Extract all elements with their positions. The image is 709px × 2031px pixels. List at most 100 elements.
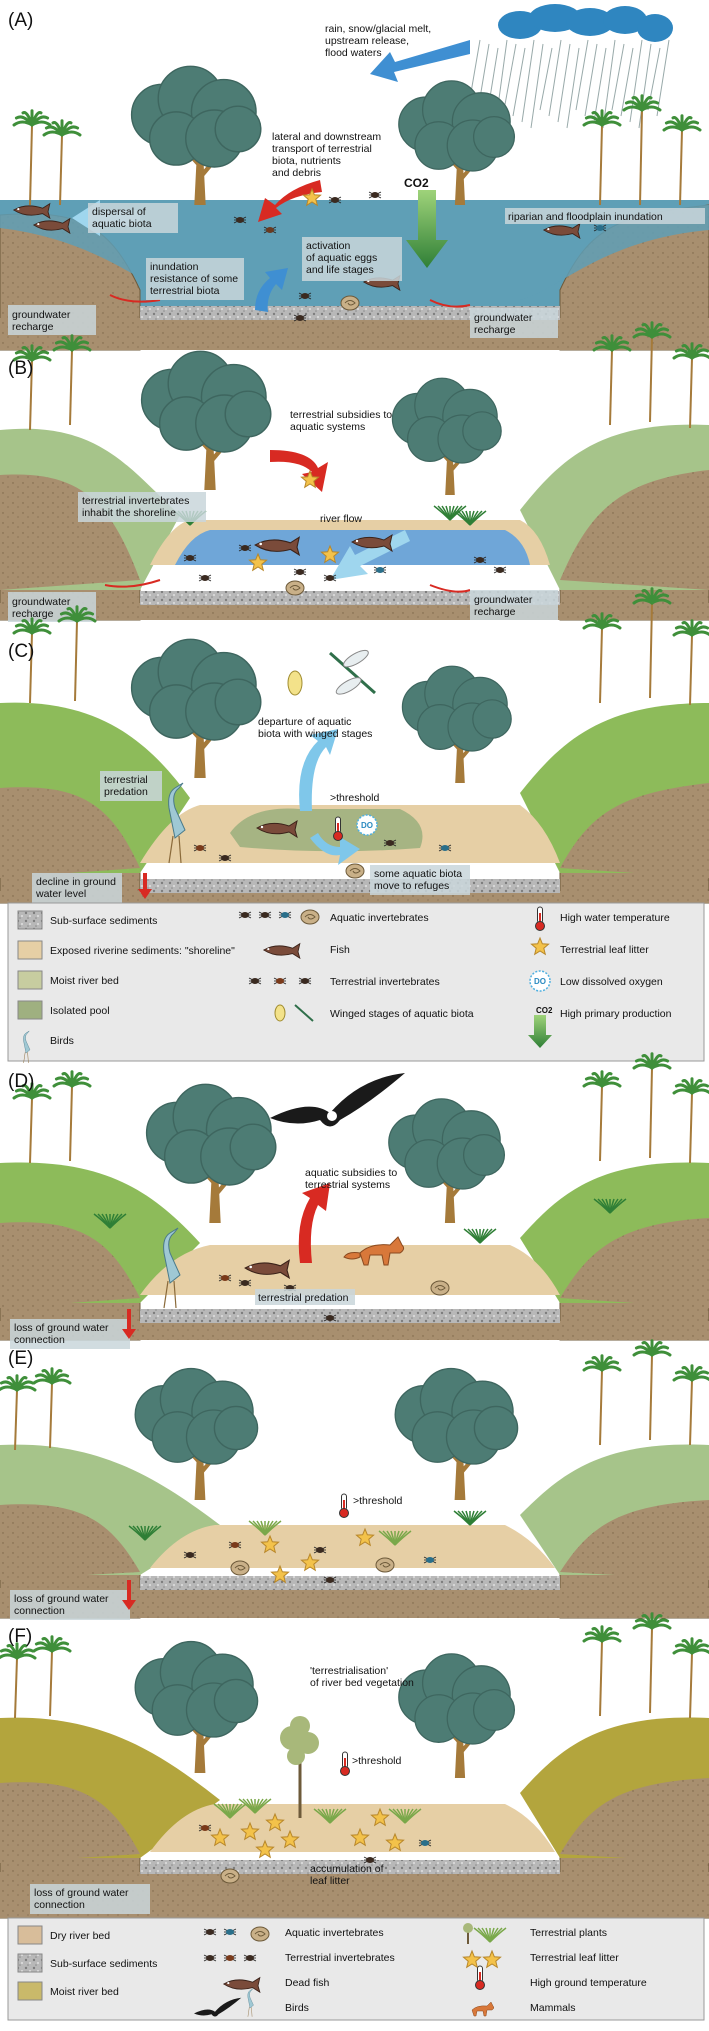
legend-label: Terrestrial invertebrates xyxy=(330,976,440,988)
sapling-trunk xyxy=(599,627,603,704)
grass-blade xyxy=(609,1198,627,1214)
panel-label-b: (B) xyxy=(8,358,33,379)
predation-box xyxy=(100,771,162,801)
sapling xyxy=(632,1052,672,1159)
grass-tuft xyxy=(453,1510,487,1526)
fish-eye xyxy=(267,948,270,951)
thermometer-fill xyxy=(479,1972,481,1982)
legend-swatch xyxy=(17,970,43,990)
invertebrate xyxy=(183,1551,197,1559)
sapling xyxy=(622,94,662,206)
invertebrate-body xyxy=(206,1929,214,1935)
invertebrate-body xyxy=(386,840,394,846)
loss-label: connection xyxy=(34,1899,85,1911)
right-soil xyxy=(560,1500,709,1580)
sapling-leaf xyxy=(680,125,702,132)
sapling-leaf xyxy=(600,1636,622,1643)
refuge-label: some aquatic biota xyxy=(374,868,462,880)
rain-streak xyxy=(638,43,652,129)
tree-trunk xyxy=(189,429,234,490)
dragonfly-wing xyxy=(335,677,362,695)
subsurface-sediments xyxy=(140,879,560,893)
do-circle xyxy=(529,970,551,992)
snail-shell xyxy=(345,863,365,879)
fish-eye xyxy=(227,1982,230,1985)
rain-streak xyxy=(602,39,616,129)
invertebrate-body xyxy=(366,1857,374,1863)
legend-label: High water temperature xyxy=(560,912,670,924)
invertebrate xyxy=(293,314,307,322)
legend-label: Sub-surface sediments xyxy=(50,915,157,927)
sapling-trunk xyxy=(649,1354,653,1441)
legend-label: Mammals xyxy=(530,2002,576,2014)
grass-tuft xyxy=(453,510,487,526)
production-arrow xyxy=(406,190,448,268)
sapling-trunk xyxy=(639,109,643,206)
lateral-transport-label: biota, nutrients xyxy=(272,155,341,167)
invertebrate-body xyxy=(376,567,384,573)
invertebrate xyxy=(218,854,232,862)
threshold-label: >threshold xyxy=(353,1495,402,1507)
sapling-foliage xyxy=(287,1747,305,1765)
legend-label: Dry river bed xyxy=(50,1930,110,1942)
snail-spiral xyxy=(379,1562,391,1568)
do-label: DO xyxy=(534,977,546,986)
fox-body xyxy=(471,2001,495,2017)
thermometer-bulb xyxy=(475,1980,485,1990)
invertebrate xyxy=(238,1279,252,1287)
sapling-trunk xyxy=(689,1652,693,1719)
rain-streak xyxy=(566,47,580,129)
heron-icon xyxy=(163,1227,181,1309)
snail-spiral xyxy=(434,1285,446,1291)
do-icon: DO xyxy=(356,814,378,836)
terrestrialisation-label: of river bed vegetation xyxy=(310,1677,414,1689)
invertebrate xyxy=(363,1856,377,1864)
spider xyxy=(228,1541,242,1549)
gw-right-box xyxy=(470,308,558,338)
recharge-arrow-right xyxy=(429,299,471,308)
invertebrate xyxy=(493,566,507,574)
legend-leaf-icon xyxy=(482,1949,502,1969)
tree-right xyxy=(394,1367,519,1500)
legend-leaf-icon xyxy=(530,936,550,956)
fish-eye xyxy=(259,542,263,546)
invertebrate-body xyxy=(281,912,289,918)
sapling xyxy=(672,1364,709,1446)
riparian-box xyxy=(505,208,705,224)
legend-label: High primary production xyxy=(560,1008,672,1020)
invertebrate-body xyxy=(241,545,249,551)
tree-canopy xyxy=(214,105,262,153)
sapling xyxy=(12,1082,52,1164)
inundation-label: inundation xyxy=(150,261,199,273)
sapling-trunk xyxy=(649,1067,653,1159)
invertebrate-body xyxy=(326,1577,334,1583)
snail-spiral xyxy=(234,1565,246,1571)
sapling-leaf xyxy=(50,1646,72,1653)
activation-box xyxy=(302,237,402,281)
sapling xyxy=(42,119,82,206)
spider xyxy=(218,1274,232,1282)
invertebrate xyxy=(203,1928,217,1936)
grass-blade xyxy=(229,1803,247,1819)
heron-leg xyxy=(251,2007,253,2017)
grass-tuft xyxy=(378,1530,412,1546)
fish-eye xyxy=(17,208,20,211)
grass-blade xyxy=(404,1808,422,1824)
leaf-litter xyxy=(300,1552,320,1572)
fish-eye xyxy=(355,539,359,543)
legend-label: Winged stages of aquatic biota xyxy=(330,1008,474,1020)
legend-plant-icon xyxy=(463,1923,473,1944)
tree-trunk xyxy=(440,1442,483,1500)
grass-tuft xyxy=(463,1228,497,1244)
sapling xyxy=(632,587,672,699)
tree-canopy xyxy=(472,1688,516,1732)
panel-label-e: (E) xyxy=(8,1348,33,1369)
dead-fish xyxy=(244,1259,291,1280)
snail-shell xyxy=(300,909,320,925)
crayfish xyxy=(373,566,387,574)
leaf-litter xyxy=(265,1812,285,1832)
fish-body xyxy=(244,1259,291,1280)
legend-winged-icon xyxy=(274,1004,286,1022)
sapling-leaf xyxy=(30,120,52,127)
rain-streak xyxy=(530,43,544,129)
